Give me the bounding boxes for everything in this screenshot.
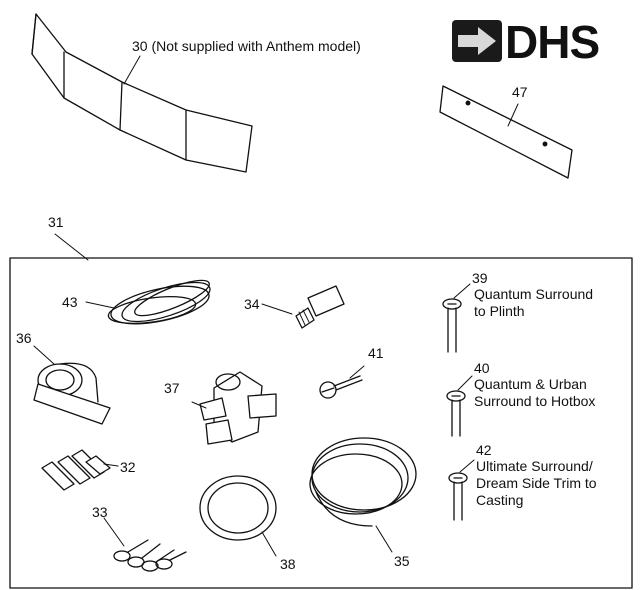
label-42-desc: Ultimate Surround/ Dream Side Trim to Ca… — [476, 458, 597, 509]
label-42: 42 — [476, 442, 492, 458]
label-40-desc: Quantum & Urban Surround to Hotbox — [474, 376, 595, 410]
label-47: 47 — [512, 84, 528, 100]
label-40-desc-line2: Surround to Hotbox — [474, 393, 596, 409]
label-39-desc-line1: Quantum Surround — [474, 286, 594, 302]
part-38-ring — [199, 475, 277, 557]
label-39-desc-line2: to Plinth — [474, 303, 525, 319]
part-34-stud — [261, 285, 345, 329]
part-37-valve — [191, 371, 277, 445]
label-42-desc-line3: Casting — [476, 492, 524, 508]
label-42-desc-line2: Dream Side Trim to — [476, 475, 597, 491]
label-41: 41 — [368, 345, 384, 361]
label-31: 31 — [48, 214, 64, 230]
arrow-logo-icon — [452, 20, 502, 62]
label-34: 34 — [244, 296, 260, 312]
label-39-desc: Quantum Surround to Plinth — [474, 286, 593, 320]
label-30-number: 30 — [132, 38, 148, 54]
part-43-rope — [85, 279, 211, 325]
label-30: 30 (Not supplied with Anthem model) — [132, 38, 361, 54]
label-39: 39 — [472, 270, 488, 286]
part-30-panel — [31, 13, 253, 173]
part-39-screw — [442, 283, 471, 353]
label-43: 43 — [62, 294, 78, 310]
dhs-logo: DHS — [452, 18, 630, 66]
part-31-kit-box — [9, 233, 633, 589]
label-30-note: (Not supplied with Anthem model) — [151, 38, 361, 54]
label-42-desc-line1: Ultimate Surround/ — [476, 458, 593, 474]
label-35: 35 — [394, 553, 410, 569]
part-33-clips — [103, 517, 187, 572]
label-33: 33 — [92, 504, 108, 520]
part-40-screw — [446, 375, 473, 437]
part-42-screw — [448, 459, 475, 521]
label-32: 32 — [120, 459, 136, 475]
part-35-coil — [309, 437, 417, 553]
logo-text: DHS — [505, 16, 600, 68]
part-32-rods — [41, 449, 119, 491]
label-40: 40 — [474, 360, 490, 376]
label-38: 38 — [280, 556, 296, 572]
part-36-tape — [33, 345, 111, 425]
label-40-desc-line1: Quantum & Urban — [474, 376, 587, 392]
label-36: 36 — [16, 330, 32, 346]
part-47-rail — [439, 85, 573, 179]
label-37: 37 — [164, 380, 180, 396]
part-41-screw — [319, 365, 365, 399]
